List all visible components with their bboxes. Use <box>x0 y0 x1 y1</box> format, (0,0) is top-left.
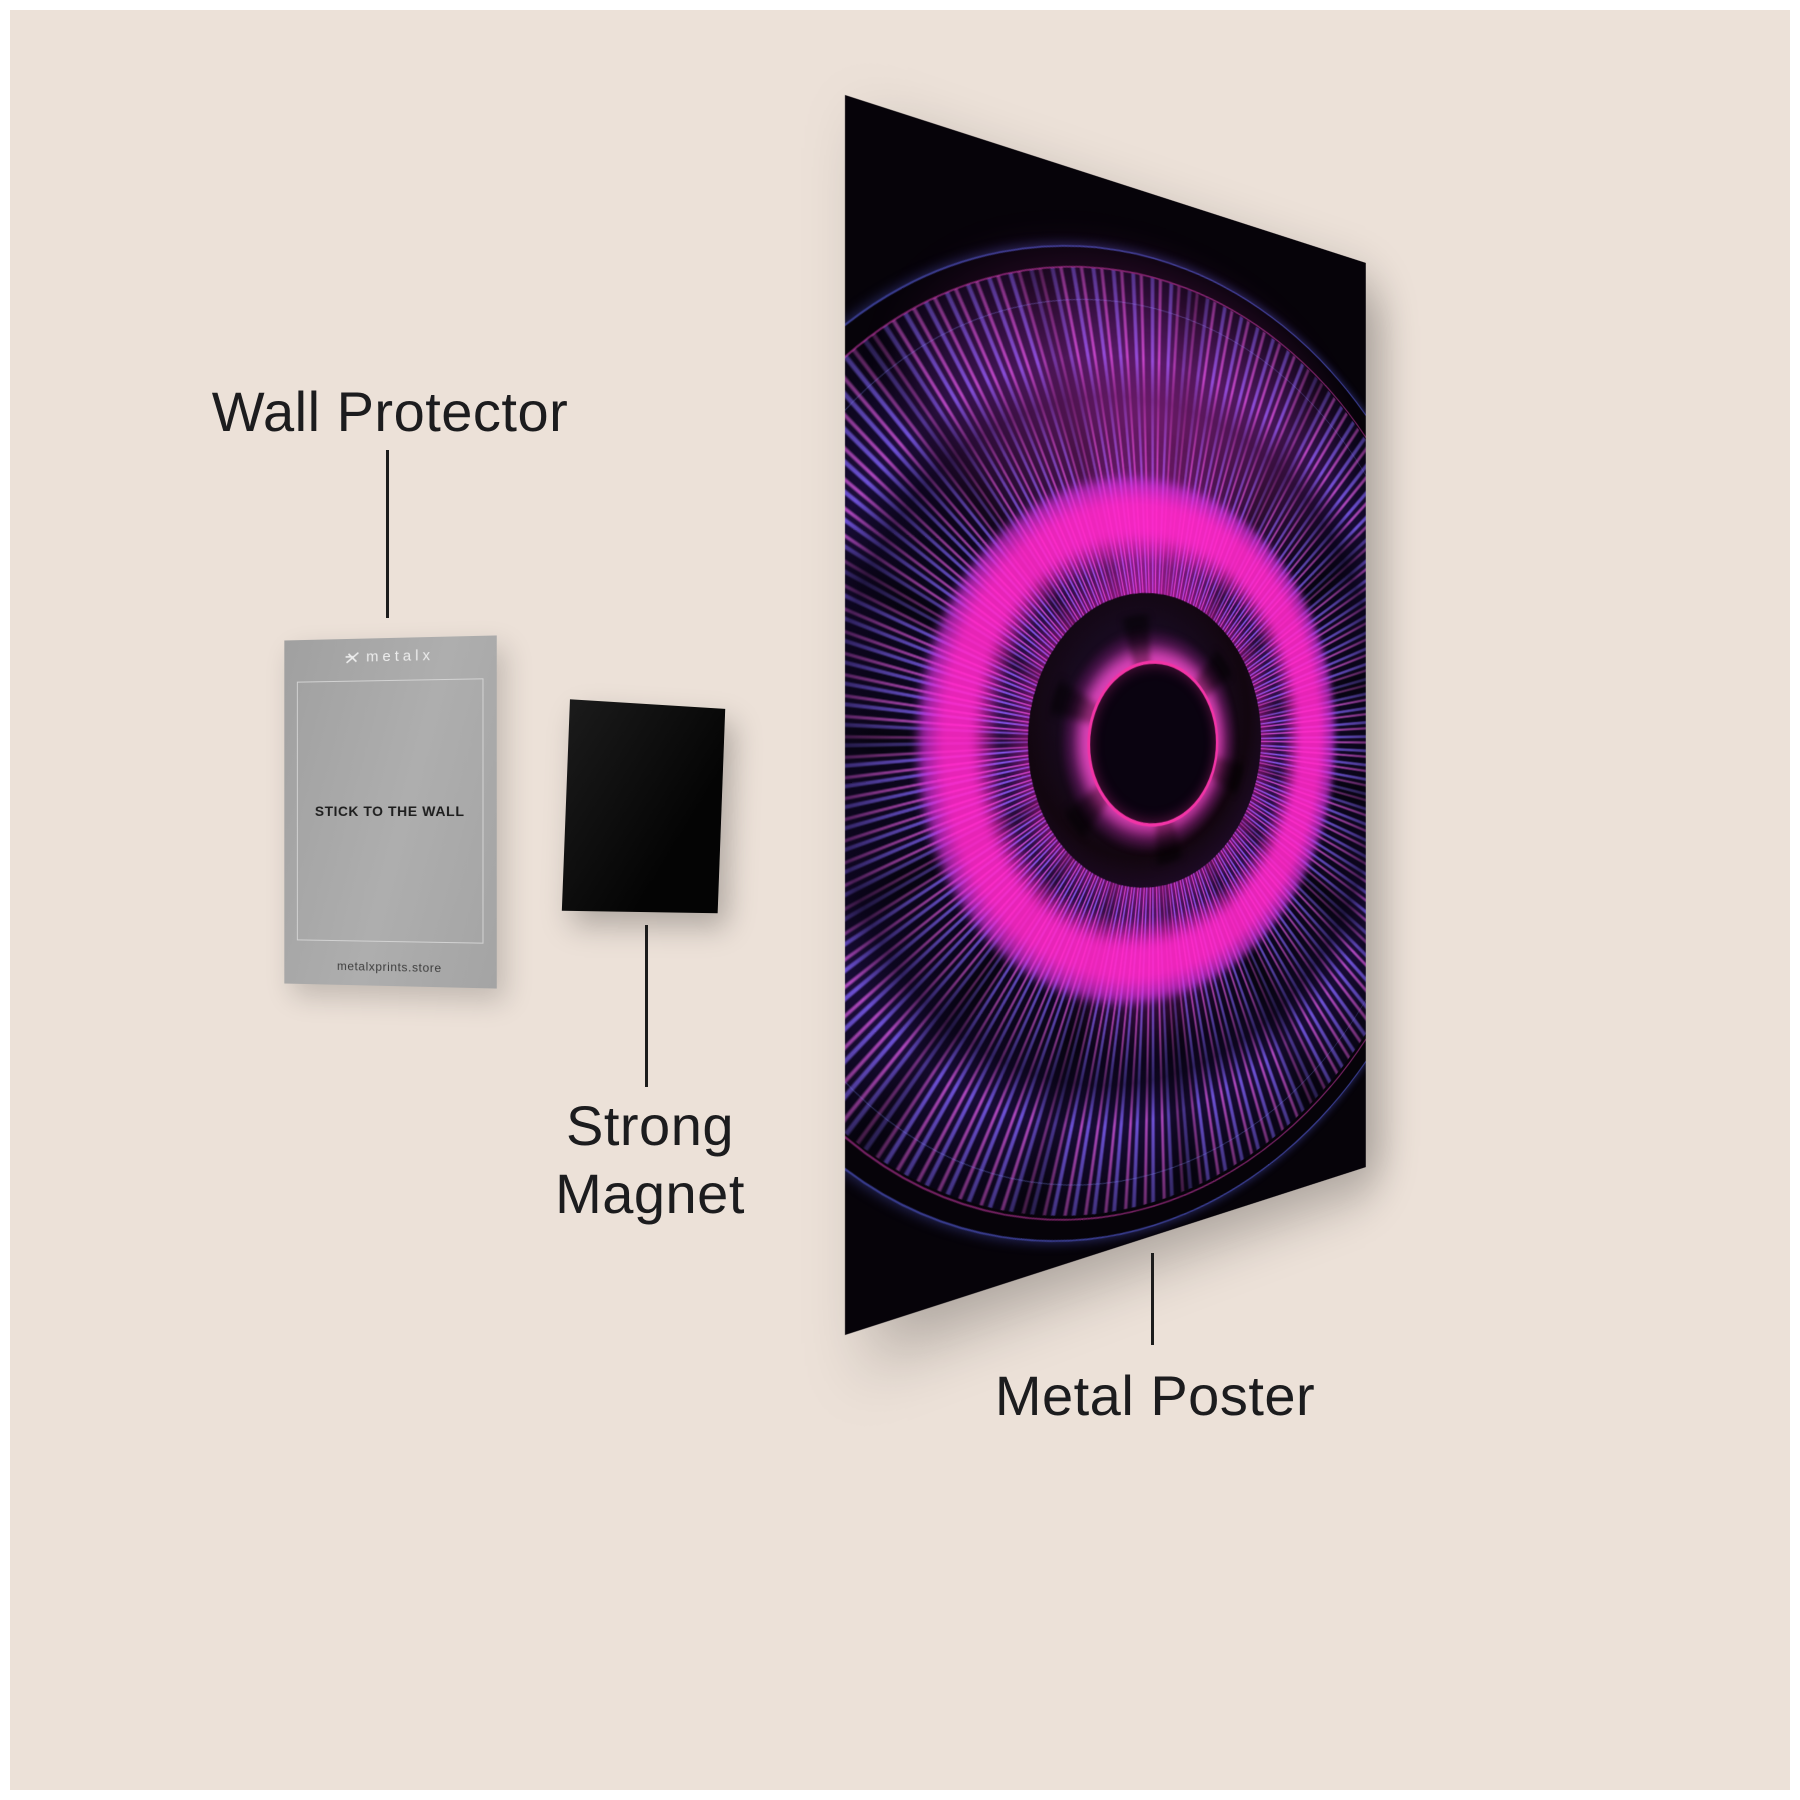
strong-magnet-label-line2: Magnet <box>555 1162 745 1226</box>
strong-magnet-label-line1: Strong <box>566 1094 734 1157</box>
card-center-text: STICK TO THE WALL <box>314 802 465 820</box>
wall-protector-card: metalx STICK TO THE WALL metalxprints.st… <box>284 635 497 989</box>
strong-magnet-connector-line <box>645 925 648 1087</box>
metal-poster-label: Metal Poster <box>994 1364 1316 1427</box>
card-footer-text: metalxprints.store <box>337 958 442 976</box>
metal-poster <box>845 95 1366 1335</box>
strong-magnet-label: Strong Magnet <box>480 1092 820 1229</box>
wall-protector-connector-line <box>386 450 389 618</box>
metalx-logo-icon <box>345 650 361 664</box>
card-inner-border: STICK TO THE WALL <box>296 678 484 944</box>
metal-poster-connector-line <box>1151 1253 1154 1345</box>
brand-text: metalx <box>366 646 435 666</box>
card-brand-row: metalx <box>284 646 496 668</box>
strong-magnet-square <box>561 699 726 914</box>
product-diagram-canvas: Wall Protector metalx STICK TO THE WALL … <box>10 10 1790 1790</box>
wall-protector-label: Wall Protector <box>211 380 569 443</box>
